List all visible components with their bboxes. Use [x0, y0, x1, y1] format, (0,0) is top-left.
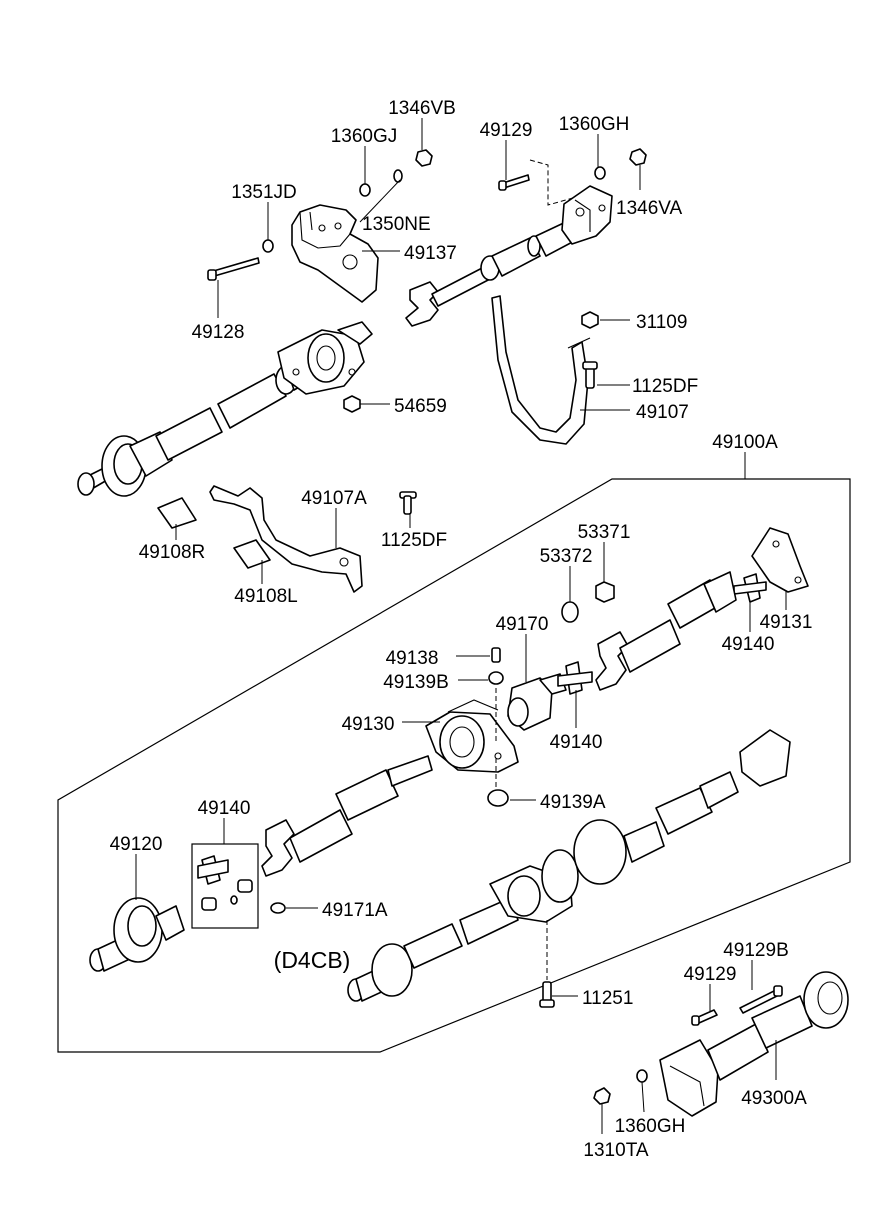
bracket-49107a [209, 485, 363, 593]
bracket-49137 [291, 204, 379, 303]
washer-1360gh-top [594, 166, 606, 180]
label-49107: 49107 [636, 402, 689, 423]
label-1360gh-bottom: 1360GH [615, 1116, 686, 1137]
assembly-49100a-frame [57, 478, 851, 1053]
label-49131: 49131 [760, 612, 813, 633]
label-49170: 49170 [496, 614, 549, 635]
plate-49108r [157, 497, 197, 529]
part-number-labels: 1346VB 1360GJ 49129 1360GH 1351JD 1350NE… [110, 98, 813, 1161]
universal-joint-49140-mid [557, 661, 593, 695]
label-49140-mid: 49140 [550, 732, 603, 753]
label-49300a: 49300A [741, 1088, 807, 1109]
label-1360gh-top: 1360GH [559, 114, 630, 135]
nut-1310ta [593, 1087, 611, 1105]
cushion-49139b [488, 671, 504, 685]
washer-1360gj [359, 183, 371, 197]
nut-53371 [595, 581, 615, 603]
rear-shaft-assembly [595, 571, 737, 691]
rear-propeller-shaft-top [405, 185, 613, 327]
front-shaft-assembly [261, 755, 433, 877]
flange-49120 [89, 897, 185, 972]
label-49171a: 49171A [322, 900, 388, 921]
label-1346va: 1346VA [616, 198, 683, 219]
label-1350ne: 1350NE [362, 214, 431, 235]
shaft-49300a [659, 971, 849, 1117]
bushing-1350ne [393, 169, 403, 183]
label-1351jd: 1351JD [231, 182, 297, 203]
nut-1346va [629, 148, 647, 166]
label-d4cb: (D4CB) [274, 947, 351, 973]
label-1360gj: 1360GJ [331, 126, 398, 147]
nut-1346vb [415, 149, 433, 167]
universal-joint-kit-49140-left [191, 843, 259, 929]
bolt-49129-bottom [691, 1009, 718, 1026]
bolt-49129-top [498, 174, 530, 191]
bolt-1125df-mid [399, 491, 417, 515]
label-1346vb: 1346VB [388, 98, 456, 119]
nut-54659 [343, 395, 361, 413]
label-11251: 11251 [582, 988, 633, 1009]
cushion-49139a [487, 789, 509, 807]
snap-ring-49171a [270, 902, 286, 914]
yoke-49170 [507, 673, 567, 731]
shaft-assembly-d4cb [347, 729, 791, 1002]
bolt-49129b [739, 985, 783, 1014]
label-49140-left: 49140 [198, 798, 251, 819]
bolt-1125df-top [582, 361, 598, 389]
label-53372: 53372 [540, 546, 593, 567]
plate-49108l [233, 539, 271, 569]
label-49139b: 49139B [383, 672, 449, 693]
leader-lines [135, 118, 787, 1134]
label-49140-right: 49140 [722, 634, 775, 655]
label-49137: 49137 [404, 243, 457, 264]
label-49138: 49138 [386, 648, 439, 669]
universal-joint-49140-right [733, 573, 767, 603]
label-31109: 31109 [636, 312, 687, 333]
bolt-11251 [539, 981, 555, 1008]
label-49129-top: 49129 [480, 120, 533, 141]
label-1125df-top: 1125DF [632, 376, 698, 397]
washer-53372 [561, 601, 579, 623]
washer-1360gh-bottom [636, 1069, 648, 1083]
label-49130: 49130 [342, 714, 395, 735]
label-1310ta: 1310TA [583, 1140, 648, 1161]
label-49129b: 49129B [723, 940, 789, 961]
center-bearing-49130 [425, 699, 519, 773]
label-49129-bottom: 49129 [684, 964, 737, 985]
label-53371: 53371 [578, 522, 631, 543]
flange-49131 [751, 527, 809, 593]
label-49128: 49128 [192, 322, 245, 343]
label-1125df-mid: 1125DF [381, 530, 447, 551]
pin-49138 [491, 647, 501, 663]
label-49107a: 49107A [301, 488, 367, 509]
bolt-49128 [207, 257, 260, 281]
label-49108l: 49108L [234, 586, 297, 607]
label-49139a: 49139A [540, 792, 606, 813]
label-49120: 49120 [110, 834, 163, 855]
label-49100a: 49100A [712, 432, 778, 453]
front-propeller-shaft-top [77, 321, 373, 497]
strap-49107 [491, 295, 591, 445]
nut-31109 [581, 311, 599, 329]
washer-1351jd [262, 239, 274, 253]
label-49108r: 49108R [139, 542, 206, 563]
label-54659: 54659 [394, 396, 447, 417]
